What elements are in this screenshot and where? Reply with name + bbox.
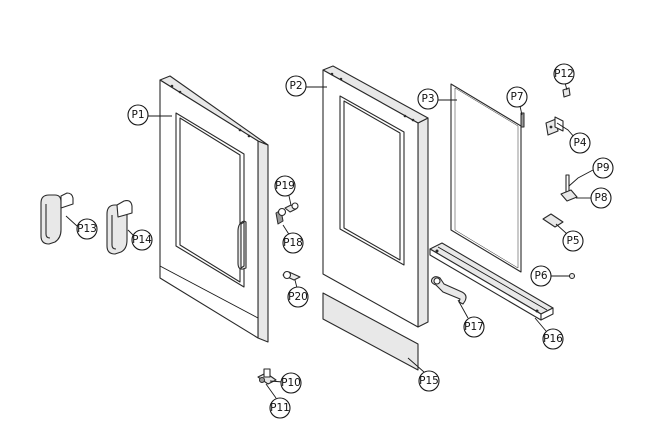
callout-label: P6: [534, 270, 547, 282]
callout-p14: P14: [131, 229, 153, 251]
callout-label: P3: [421, 93, 434, 105]
callout-label: P17: [464, 321, 484, 333]
callout-label: P1: [131, 109, 144, 121]
callout-label: P9: [596, 162, 609, 174]
leader-p16: [534, 317, 547, 332]
part-washer-screw: [284, 202, 299, 213]
callout-label: P14: [132, 234, 152, 246]
callout-label: P5: [566, 235, 579, 247]
callout-p7: P7: [506, 86, 528, 108]
part-bolt-lower: [282, 270, 301, 281]
callout-p10: P10: [280, 372, 302, 394]
leader-p11: [265, 383, 277, 399]
part-lower-panel: [322, 292, 419, 371]
callout-label: P8: [594, 192, 607, 204]
callout-p19: P19: [274, 175, 296, 197]
callout-p2: P2: [285, 75, 307, 97]
leader-lines: [65, 82, 594, 399]
part-latch-assembly: [257, 368, 277, 385]
leader-p19: [288, 195, 292, 206]
part-bottom-rail: [429, 242, 554, 321]
part-handle-left: [40, 192, 74, 245]
callout-label: P16: [543, 333, 563, 345]
part-glass-clip: [520, 112, 525, 128]
callout-p9: P9: [592, 157, 614, 179]
part-inner-door-frame: [322, 65, 429, 328]
callout-p17: P17: [463, 316, 485, 338]
part-glass-pane: [450, 83, 522, 273]
part-hinge-arm: [430, 276, 467, 305]
callout-p5: P5: [562, 230, 584, 252]
leader-p9: [568, 169, 594, 187]
callout-p16: P16: [542, 328, 564, 350]
callout-p6: P6: [530, 265, 552, 287]
part-hinge-pin: [565, 174, 570, 194]
callout-p12: P12: [553, 63, 575, 85]
callout-label: P7: [510, 91, 523, 103]
callout-label: P11: [270, 402, 290, 414]
part-seal-strip: [542, 213, 564, 228]
part-nut: [568, 272, 576, 280]
part-bolt: [275, 207, 287, 225]
callout-label: P18: [283, 237, 303, 249]
leader-p4: [556, 122, 576, 139]
callout-label: P12: [554, 68, 574, 80]
leader-p17: [457, 299, 469, 319]
leader-p15: [407, 357, 425, 373]
callout-label: P10: [281, 377, 301, 389]
part-outer-door-panel: [159, 75, 269, 343]
part-hinge-block: [560, 189, 578, 202]
leader-p7: [519, 105, 523, 116]
callout-p11: P11: [269, 397, 291, 419]
callout-p20: P20: [287, 286, 309, 308]
callout-p13: P13: [76, 218, 98, 240]
callout-p18: P18: [282, 232, 304, 254]
callout-p8: P8: [590, 187, 612, 209]
leader-p13: [65, 215, 78, 227]
callout-p4: P4: [569, 132, 591, 154]
callout-label: P4: [573, 137, 586, 149]
callout-label: P20: [288, 291, 308, 303]
callout-label: P15: [419, 375, 439, 387]
callout-label: P13: [77, 223, 97, 235]
part-hinge-bracket: [545, 116, 564, 136]
callout-label: P2: [289, 80, 302, 92]
callout-p3: P3: [417, 88, 439, 110]
callout-p1: P1: [127, 104, 149, 126]
callout-p15: P15: [418, 370, 440, 392]
callout-label: P19: [275, 180, 295, 192]
part-handle-right: [106, 200, 133, 255]
